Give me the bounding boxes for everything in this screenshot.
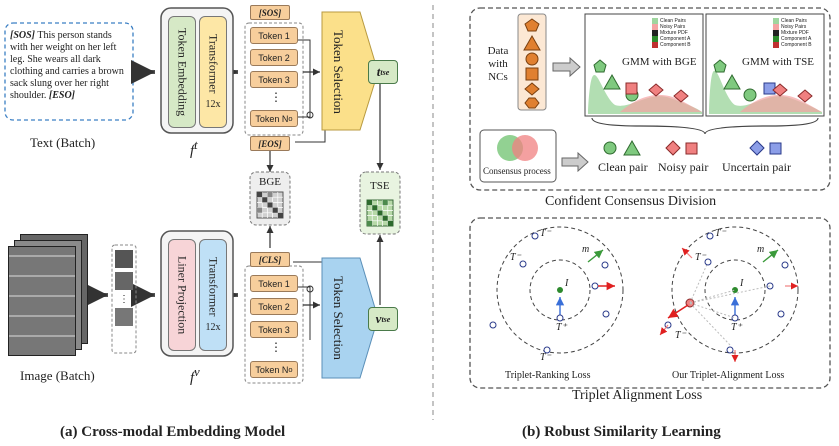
data-with-ncs-label: Data with NCs (487, 45, 509, 83)
gmm-bge-label: GMM with BGE (622, 56, 697, 68)
image-token-3: Token 3 (250, 321, 298, 338)
left-anchor-i: I (565, 278, 569, 289)
caption-text: This person stands with her weight on he… (10, 30, 124, 101)
left-t-minus-1: T⁻ (540, 228, 551, 239)
sos-label: [SOS] (10, 30, 36, 41)
caption-right: (b) Robust Similarity Learning (522, 424, 721, 440)
right-t-plus: T⁺ (731, 322, 742, 333)
token-embedding-block: Token Embedding (168, 16, 196, 128)
tse-label: TSE (370, 180, 390, 192)
left-m: m (582, 244, 590, 255)
text-token-1: Token 1 (250, 27, 298, 44)
uncertain-pair-label: Uncertain pair (722, 160, 791, 174)
right-t-minus-2: T⁻ (695, 252, 706, 263)
eso-label: [ESO] (48, 90, 76, 101)
image-batch-stack (8, 234, 88, 358)
image-cls-token: [CLS] (250, 252, 290, 267)
right-t-minus-3: T⁻ (675, 330, 686, 341)
text-token-selection: Token Selection (331, 30, 346, 114)
noisy-pair-label: Noisy pair (658, 160, 709, 174)
image-token-2: Token 2 (250, 298, 298, 315)
text-token-2: Token 2 (250, 49, 298, 66)
clean-pair-label: Clean pair (598, 160, 648, 174)
left-t-minus-2: T⁻ (510, 252, 521, 263)
gmm-bge-legend: Clean Pairs Noisy Pairs Mixture PDF Comp… (652, 18, 691, 48)
text-layers: 12x (205, 99, 221, 111)
bge-label: BGE (259, 176, 281, 188)
text-batch-box: [SOS] This person stands with her weight… (10, 30, 130, 102)
image-token-selection: Token Selection (331, 276, 346, 360)
right-t-minus-1: T⁻ (715, 228, 726, 239)
image-token-ellipsis: ⋮ (270, 340, 282, 354)
text-sos-token: [SOS] (250, 5, 290, 20)
ccd-title: Confident Consensus Division (545, 194, 717, 209)
tal-title: Triplet Alignment Loss (572, 388, 703, 403)
consensus-label: Consensus process (483, 166, 551, 176)
image-patches: ⋮ (115, 250, 133, 326)
liner-projection-block: Liner Projection (168, 239, 196, 351)
right-m: m (757, 244, 765, 255)
image-encoder-symbol: fv (190, 365, 200, 386)
text-token-3: Token 3 (250, 71, 298, 88)
tal-right-caption: Our Triplet-Alignment Loss (672, 370, 785, 381)
image-token-1: Token 1 (250, 275, 298, 292)
text-eos-token: [EOS] (250, 136, 290, 151)
caption-left: (a) Cross-modal Embedding Model (60, 424, 286, 440)
text-token-ellipsis: ⋮ (270, 90, 282, 104)
left-t-plus: T⁺ (556, 322, 567, 333)
text-transformer-block: Transformer 12x (199, 16, 227, 128)
text-encoder-symbol: ft (190, 138, 198, 159)
tal-left-caption: Triplet-Ranking Loss (505, 370, 591, 381)
image-transformer-block: Transformer 12x (199, 239, 227, 351)
left-t-minus-3: T⁻ (540, 352, 551, 363)
gmm-tse-label: GMM with TSE (742, 56, 814, 68)
right-anchor-i: I (740, 278, 744, 289)
image-layers: 12x (205, 322, 221, 334)
gmm-tse-legend: Clean Pairs Noisy Pairs Mixture PDF Comp… (773, 18, 812, 48)
image-batch-label: Image (Batch) (20, 368, 95, 383)
text-batch-label: Text (Batch) (30, 135, 96, 150)
